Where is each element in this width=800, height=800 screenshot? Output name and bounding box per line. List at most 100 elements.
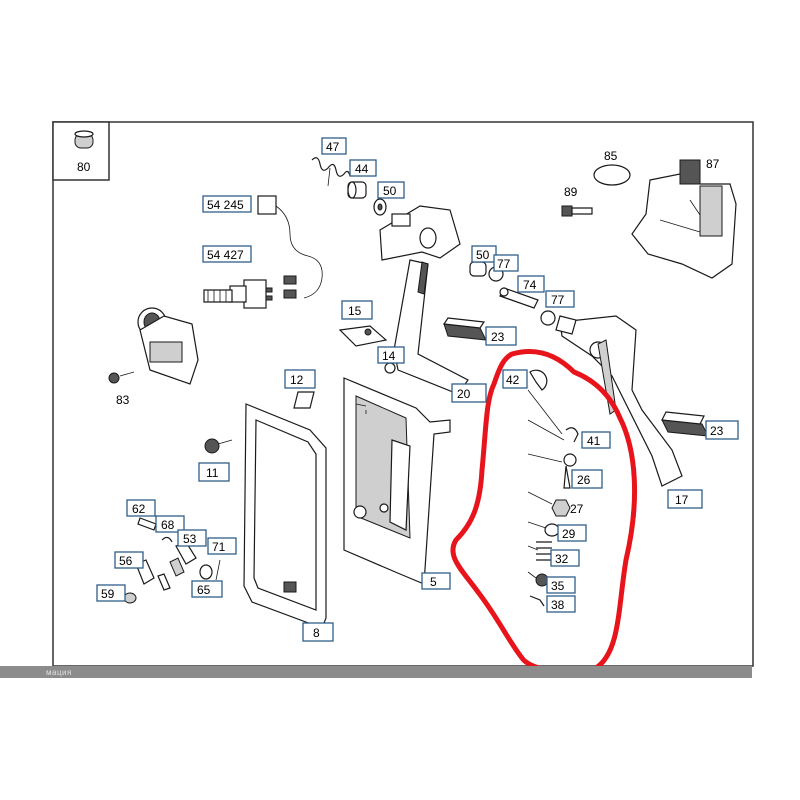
part-65-ring bbox=[199, 564, 213, 580]
svg-text:20: 20 bbox=[457, 387, 471, 401]
callout-53: 53 bbox=[177, 529, 207, 547]
callout-62: 62 bbox=[126, 499, 156, 517]
label-89: 89 bbox=[564, 185, 578, 199]
callout-29: 29 bbox=[557, 524, 587, 542]
svg-text:56: 56 bbox=[119, 554, 133, 568]
callout-54245: 54 245 bbox=[202, 195, 252, 213]
svg-text:54 245: 54 245 bbox=[207, 198, 244, 212]
callout-65: 65 bbox=[191, 580, 223, 598]
highlight-leaders bbox=[527, 389, 565, 579]
svg-text:50: 50 bbox=[383, 184, 397, 198]
callout-35: 35 bbox=[546, 576, 576, 594]
callout-56: 56 bbox=[114, 551, 144, 569]
callout-50b: 50 bbox=[471, 245, 497, 263]
callout-59: 59 bbox=[96, 584, 126, 602]
part-68-clip bbox=[161, 536, 173, 543]
callout-20: 20 bbox=[451, 383, 487, 403]
svg-text:23: 23 bbox=[710, 424, 724, 438]
callout-68: 68 bbox=[155, 515, 185, 533]
part-17-brake-pedal bbox=[555, 315, 683, 487]
part-50b-bush bbox=[469, 261, 487, 277]
part-47-spring bbox=[311, 157, 351, 187]
svg-text:68: 68 bbox=[161, 518, 175, 532]
part-38-clip bbox=[529, 595, 545, 607]
svg-text:74: 74 bbox=[523, 278, 537, 292]
part-71-washer bbox=[215, 559, 221, 581]
svg-text:47: 47 bbox=[326, 140, 340, 154]
svg-text:71: 71 bbox=[212, 540, 226, 554]
callout-41: 41 bbox=[581, 431, 611, 449]
svg-text:8: 8 bbox=[313, 626, 320, 640]
callout-47: 47 bbox=[321, 137, 347, 155]
part-29-bush bbox=[544, 523, 560, 537]
callout-5: 5 bbox=[421, 572, 451, 590]
svg-text:53: 53 bbox=[183, 532, 197, 546]
part-5-plate bbox=[343, 377, 451, 585]
svg-text:41: 41 bbox=[587, 434, 601, 448]
callout-23b: 23 bbox=[705, 420, 739, 440]
part-14-clip bbox=[384, 362, 396, 374]
callout-77a: 77 bbox=[493, 254, 519, 272]
label-87: 87 bbox=[706, 157, 720, 171]
svg-text:26: 26 bbox=[577, 473, 591, 487]
callout-50a: 50 bbox=[377, 181, 405, 199]
part-80-cap bbox=[74, 130, 94, 149]
svg-text:44: 44 bbox=[355, 162, 369, 176]
svg-text:11: 11 bbox=[206, 466, 219, 480]
part-11-bolt bbox=[204, 438, 233, 454]
part-77b-ring bbox=[540, 310, 556, 326]
svg-text:50: 50 bbox=[476, 248, 490, 262]
footer-text: мация bbox=[46, 668, 72, 677]
callout-14: 14 bbox=[377, 346, 405, 364]
part-8-gasket bbox=[243, 403, 327, 629]
callout-17: 17 bbox=[667, 489, 703, 509]
callout-77b: 77 bbox=[545, 290, 575, 308]
part-54427-switch bbox=[203, 279, 273, 309]
svg-text:65: 65 bbox=[197, 583, 211, 597]
svg-text:29: 29 bbox=[562, 527, 576, 541]
part-83-housing bbox=[108, 307, 199, 385]
svg-text:17: 17 bbox=[675, 493, 689, 507]
callout-11: 11 bbox=[198, 462, 230, 482]
callout-44: 44 bbox=[349, 159, 377, 177]
svg-text:23: 23 bbox=[491, 330, 505, 344]
footer-bar bbox=[0, 666, 752, 678]
callout-23a: 23 bbox=[485, 326, 517, 346]
part-23a-pad bbox=[442, 317, 487, 341]
part-50a-washer bbox=[373, 198, 387, 216]
part-23b-pad bbox=[661, 411, 709, 437]
svg-text:77: 77 bbox=[551, 293, 565, 307]
svg-text:32: 32 bbox=[555, 552, 569, 566]
label-83: 83 bbox=[116, 393, 130, 407]
part-26-bolt bbox=[563, 453, 577, 489]
part-59-clip bbox=[123, 592, 137, 604]
svg-text:59: 59 bbox=[101, 587, 115, 601]
callout-8: 8 bbox=[302, 622, 334, 642]
part-42-spanner bbox=[529, 369, 548, 391]
svg-text:14: 14 bbox=[382, 349, 396, 363]
callout-54427: 54 427 bbox=[202, 245, 252, 263]
part-87-bracket bbox=[631, 159, 737, 279]
part-32-spring bbox=[536, 541, 552, 561]
part-85-plug bbox=[593, 164, 631, 186]
svg-text:5: 5 bbox=[430, 575, 437, 589]
callout-74: 74 bbox=[517, 275, 545, 293]
label-85: 85 bbox=[604, 149, 618, 163]
part-89-bolt bbox=[561, 205, 593, 217]
callout-32: 32 bbox=[550, 549, 580, 567]
part-41-clip bbox=[565, 427, 579, 443]
callout-15: 15 bbox=[341, 300, 373, 320]
svg-text:12: 12 bbox=[290, 373, 304, 387]
svg-text:15: 15 bbox=[348, 304, 362, 318]
svg-text:35: 35 bbox=[551, 579, 565, 593]
svg-text:38: 38 bbox=[551, 598, 565, 612]
svg-text:54 427: 54 427 bbox=[207, 248, 244, 262]
callout-26: 26 bbox=[571, 469, 603, 489]
svg-text:77: 77 bbox=[497, 257, 511, 271]
callout-38: 38 bbox=[546, 595, 576, 613]
part-44-bushing bbox=[347, 181, 367, 199]
callout-12: 12 bbox=[284, 369, 316, 389]
label-27: 27 bbox=[570, 502, 584, 516]
svg-text:42: 42 bbox=[506, 373, 520, 387]
